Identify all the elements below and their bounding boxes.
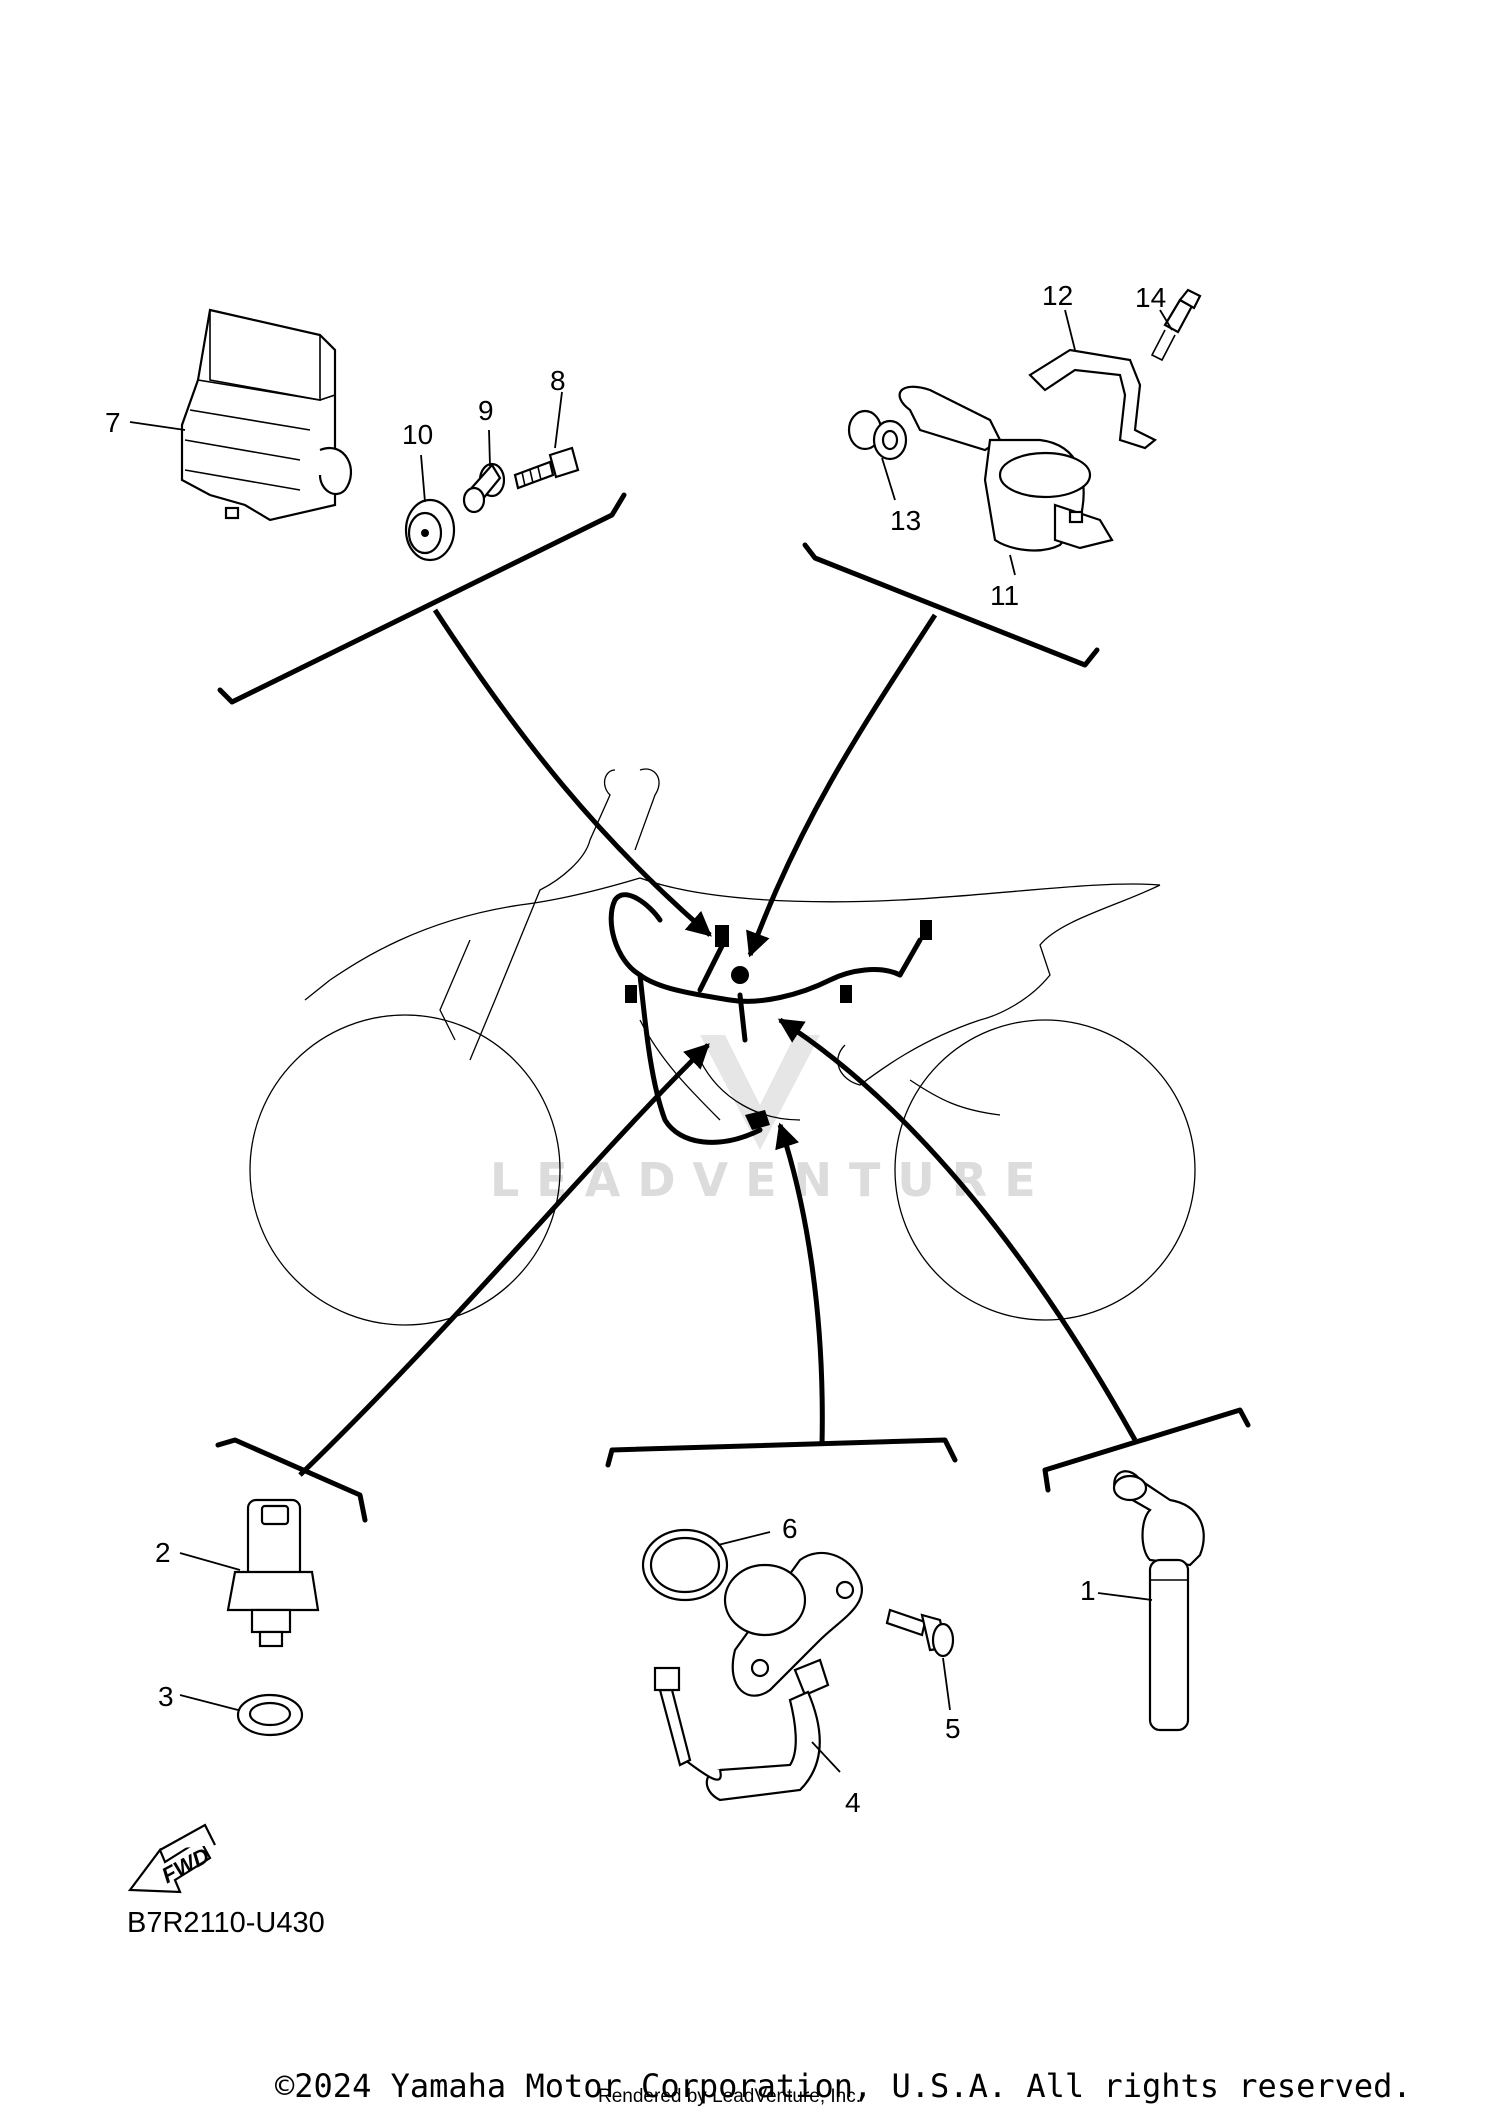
callout-1: 1 <box>1080 1575 1096 1606</box>
arrow-temp-sensor <box>298 1043 710 1477</box>
callout-9: 9 <box>478 395 494 426</box>
arrow-sensor-center <box>775 1122 825 1446</box>
ecu-unit <box>180 308 353 522</box>
ignition-coil-bracket <box>1028 348 1158 450</box>
callout-13: 13 <box>890 505 921 536</box>
gasket-3 <box>236 1693 304 1737</box>
bracket-bottom-left <box>215 1437 368 1523</box>
bracket-bottom-center <box>605 1437 958 1468</box>
callout-11: 11 <box>990 580 1019 611</box>
callout-10: 10 <box>402 419 433 450</box>
rendered-by-text: Rendered by LeadVenture, Inc. <box>598 2086 861 2107</box>
callout-4: 4 <box>845 1787 861 1818</box>
callout-8: 8 <box>550 365 566 396</box>
wire-harness <box>608 892 932 1145</box>
bracket-bottom-right <box>1042 1407 1251 1493</box>
callout-labels: 1 2 3 4 5 6 7 8 9 10 11 12 13 14 <box>105 280 1166 1818</box>
callout-14: 14 <box>1135 282 1166 313</box>
callout-5: 5 <box>945 1713 961 1744</box>
fwd-arrow-icon: FWD <box>127 1823 216 1894</box>
bracket-top-left <box>217 492 627 705</box>
copyright-text: ©2024 Yamaha Motor Corporation, U.S.A. A… <box>275 2067 1412 2105</box>
grommet-13 <box>847 409 908 461</box>
bracket-top-right <box>802 542 1100 668</box>
callout-12: 12 <box>1042 280 1073 311</box>
callout-7: 7 <box>105 407 121 438</box>
ignition-coil <box>898 385 1114 552</box>
watermark-logo: LEADVENTURE <box>490 1035 1053 1207</box>
spark-plug-cap <box>1112 1470 1205 1732</box>
grommet <box>404 498 456 562</box>
bolt-8 <box>513 446 580 490</box>
diagram-code: B7R2110-U430 <box>127 1907 325 1939</box>
callout-2: 2 <box>155 1537 171 1568</box>
o-ring-6 <box>641 1528 729 1602</box>
callout-3: 3 <box>158 1681 174 1712</box>
bolt-5 <box>885 1608 955 1658</box>
arrow-plug-cap <box>777 1017 1138 1442</box>
arrow-ignition-coil <box>746 613 938 958</box>
arrow-ecu <box>432 608 712 937</box>
callout-6: 6 <box>782 1513 798 1544</box>
watermark-text: LEADVENTURE <box>490 1153 1053 1207</box>
collar <box>462 462 506 514</box>
temperature-sensor <box>226 1498 320 1648</box>
sensor-4 <box>653 1551 863 1802</box>
bolt-14 <box>1150 288 1202 362</box>
leader-lines <box>129 309 1173 1773</box>
